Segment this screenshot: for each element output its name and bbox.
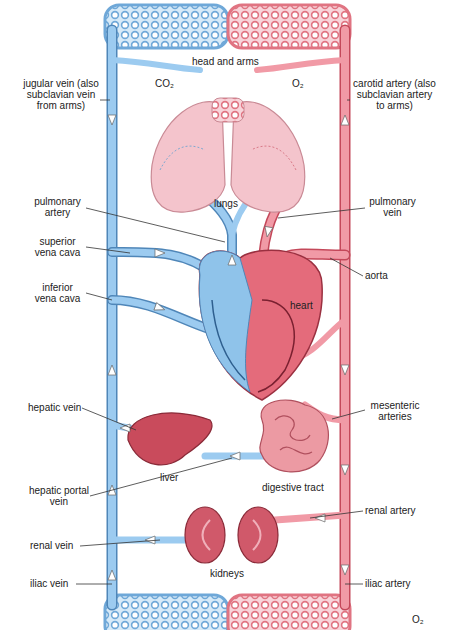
organ-label: liver xyxy=(160,472,178,483)
portal-vein xyxy=(205,453,265,460)
region-label: head and arms xyxy=(192,56,259,67)
vessel-label: superior vena cava xyxy=(30,236,85,258)
digestive-tract xyxy=(260,400,329,472)
vena-cava xyxy=(112,300,212,330)
capillary-net xyxy=(105,5,228,48)
vessel-label: mesenteric arteries xyxy=(365,400,425,422)
capillary-net xyxy=(228,5,350,48)
flow-arrows xyxy=(108,115,349,580)
vessel-label: iliac vein xyxy=(30,578,68,589)
liver xyxy=(128,413,212,465)
kidney xyxy=(185,507,225,563)
vessel-label: hepatic portal vein xyxy=(28,485,90,507)
heart-chamber xyxy=(258,300,294,392)
flow-arrow xyxy=(341,565,349,575)
leader-line xyxy=(86,247,130,253)
flow-arrow xyxy=(341,115,349,125)
leader-line xyxy=(86,293,112,300)
flow-arrow xyxy=(155,249,165,257)
vessel-label: iliac artery xyxy=(365,578,411,589)
kidney-pelvis xyxy=(203,520,261,550)
lung-vessel xyxy=(251,146,296,170)
leader-line xyxy=(82,408,136,430)
heart-chamber xyxy=(212,300,245,380)
renal-artery xyxy=(275,515,345,520)
organ-label: kidneys xyxy=(210,568,244,579)
organ-label: heart xyxy=(290,300,313,311)
organ-label: lungs xyxy=(214,198,238,209)
leader-lines xyxy=(76,100,365,584)
vessel-label: aorta xyxy=(365,270,388,281)
leader-line xyxy=(310,511,363,518)
gas-label: O₂ xyxy=(292,78,304,89)
capillary-net xyxy=(228,595,350,630)
flow-arrow xyxy=(228,255,236,265)
vein xyxy=(108,30,116,605)
vein-outline xyxy=(107,30,118,605)
artery xyxy=(257,60,345,70)
flow-arrow xyxy=(154,303,166,314)
heart xyxy=(199,250,322,400)
vessel-label: hepatic vein xyxy=(28,402,81,413)
flow-arrow xyxy=(108,365,116,375)
flow-arrow xyxy=(108,570,116,580)
vessel-label: pulmonary vein xyxy=(365,196,420,218)
gas-label: O₂ xyxy=(412,614,424,625)
vessel-label: renal artery xyxy=(365,505,416,516)
flow-arrow xyxy=(230,452,240,460)
intestine-loops xyxy=(275,416,312,454)
vein xyxy=(112,60,200,70)
flow-arrow xyxy=(341,365,349,375)
heart-right-side xyxy=(199,251,252,392)
vessel-label: jugular vein (also subclavian vein from … xyxy=(22,78,100,111)
leader-line xyxy=(76,584,112,585)
leader-line xyxy=(80,540,160,546)
leader-line xyxy=(100,100,110,101)
vessel-label: pulmonary artery xyxy=(30,196,85,218)
leader-line xyxy=(90,458,232,496)
leader-line xyxy=(347,100,350,101)
vessel-label: inferior vena cava xyxy=(30,282,85,304)
leader-line xyxy=(332,410,365,419)
leader-line xyxy=(86,208,225,242)
leader-line xyxy=(345,584,363,585)
flow-arrow xyxy=(108,115,116,125)
gas-label: CO₂ xyxy=(155,78,174,89)
flow-arrow xyxy=(145,536,155,544)
kidney xyxy=(238,507,278,563)
vena-cava xyxy=(112,300,212,330)
flow-arrow xyxy=(315,514,325,522)
alveoli xyxy=(212,98,244,122)
vessels xyxy=(112,30,345,605)
leader-line xyxy=(278,208,365,218)
organ-label: digestive tract xyxy=(262,482,324,493)
lung-vessel xyxy=(160,146,205,170)
flow-arrow xyxy=(263,226,273,237)
flow-arrow xyxy=(341,465,349,475)
capillary-net xyxy=(105,595,228,630)
vessel-label: carotid artery (also subclavian artery t… xyxy=(352,78,437,111)
vessel-label: renal vein xyxy=(30,540,73,551)
leader-line xyxy=(330,258,363,276)
